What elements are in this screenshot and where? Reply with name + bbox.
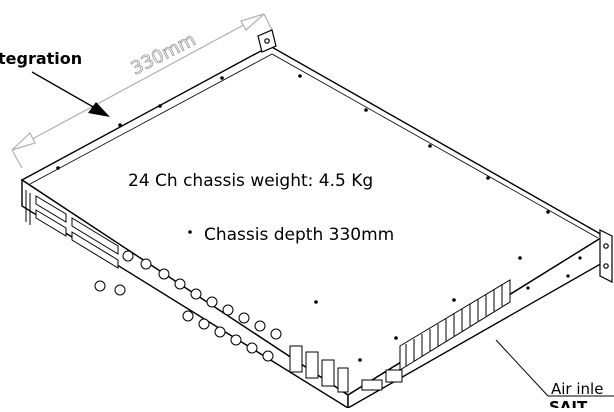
front-modules [289,345,403,393]
air-inlet-vents [399,279,511,371]
depth-annotation: Chassis depth 330mm [204,225,394,245]
chassis-top-face [20,45,606,396]
dimension-line [11,13,273,169]
chassis-top-inner-edge [29,53,599,239]
rack-ear-rear [257,29,277,53]
air-inlet-leader [495,339,614,397]
rack-ear-right [599,229,613,283]
side-screws [526,256,582,290]
air-inlet-sublabel: SAIT [549,398,588,408]
top-screws [56,74,550,362]
air-inlet-label: Air inle [551,380,603,398]
weight-annotation: 24 Ch chassis weight: 4.5 Kg [128,171,373,191]
integration-label: tegration [0,49,82,68]
front-connectors [25,190,119,269]
bnc-connectors [94,250,282,362]
integration-arrow [31,71,110,117]
